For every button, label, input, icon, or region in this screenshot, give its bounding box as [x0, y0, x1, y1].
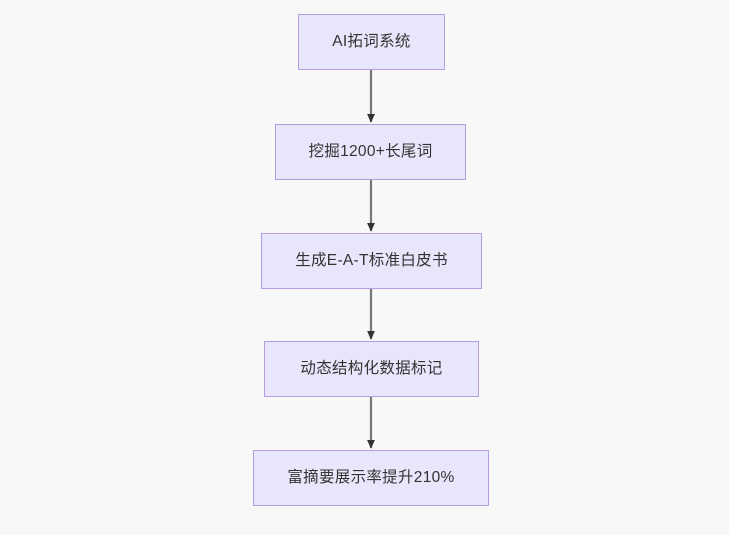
flow-node-label: 挖掘1200+长尾词: [308, 142, 433, 160]
flow-node-label: 动态结构化数据标记: [300, 359, 443, 377]
flow-node-label: 富摘要展示率提升210%: [287, 468, 455, 486]
flow-node-label: AI拓词系统: [332, 32, 411, 50]
flow-node-mine-longtail-keywords[interactable]: 挖掘1200+长尾词: [275, 124, 466, 180]
flow-node-generate-eat-whitepaper[interactable]: 生成E-A-T标准白皮书: [261, 233, 482, 289]
flow-node-dynamic-structured-data-markup[interactable]: 动态结构化数据标记: [264, 341, 479, 397]
flow-node-rich-snippet-rate-increase[interactable]: 富摘要展示率提升210%: [253, 450, 489, 506]
flow-node-ai-keyword-system[interactable]: AI拓词系统: [298, 14, 445, 70]
flow-node-label: 生成E-A-T标准白皮书: [295, 251, 448, 269]
